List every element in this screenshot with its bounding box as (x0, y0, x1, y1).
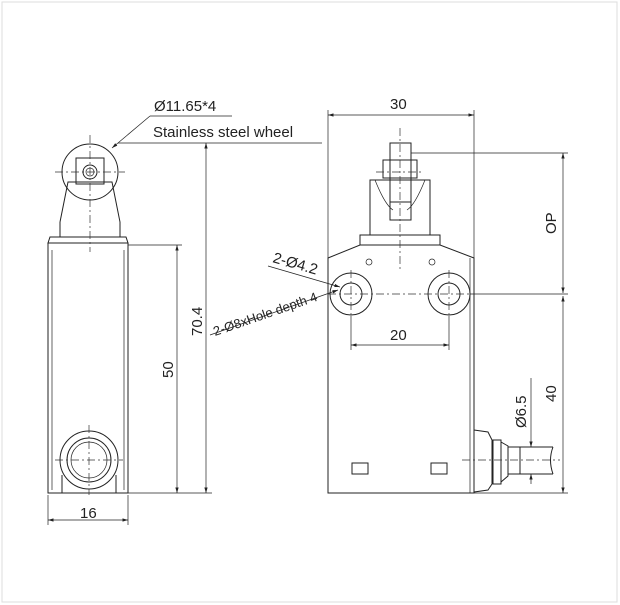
height-40-label: 40 (543, 385, 560, 402)
front-body (327, 244, 475, 494)
front-dimensions (327, 110, 568, 494)
width-16-label: 16 (80, 505, 97, 522)
op-label: OP (543, 212, 560, 234)
wheel-diameter-label: Ø11.65*4 (154, 98, 216, 115)
wheel-material-label: Stainless steel wheel (153, 124, 293, 141)
height-50-label: 50 (160, 361, 177, 378)
side-body (47, 242, 129, 494)
cable-diameter-label: Ø6.5 (513, 395, 530, 428)
side-view (47, 135, 129, 495)
side-dimensions (47, 115, 341, 525)
spacing-20-label: 20 (390, 327, 407, 344)
cable-gland (473, 429, 493, 493)
cable (520, 446, 554, 475)
mount-hole-note: 2-Ø8xHole depth 4 (211, 289, 319, 339)
plunger-roller (389, 142, 412, 221)
height-70-label: 70.4 (189, 307, 206, 336)
width-30-label: 30 (390, 96, 407, 113)
front-view (327, 128, 560, 494)
